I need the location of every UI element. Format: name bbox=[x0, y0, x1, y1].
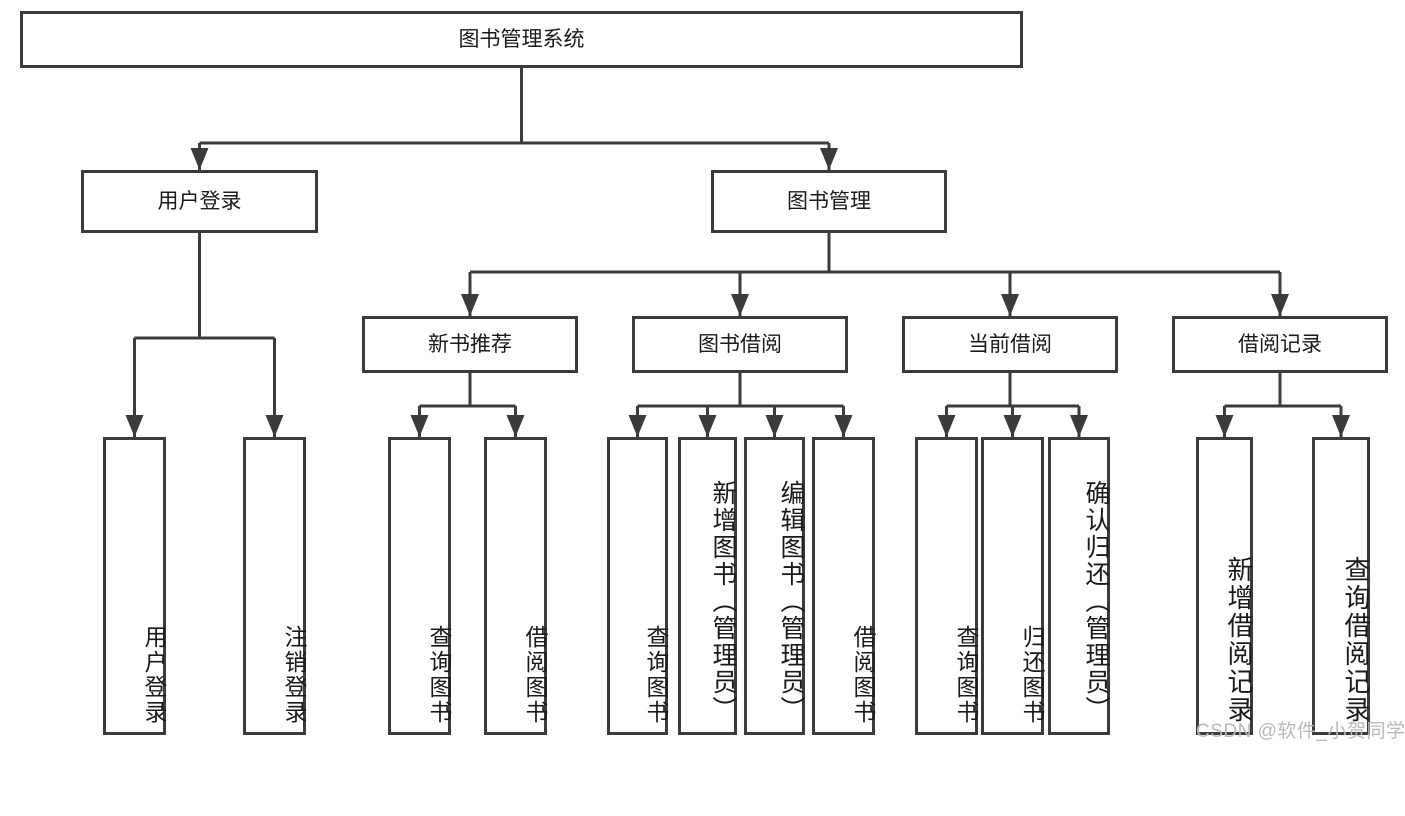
node-box-leaf-user-logout[interactable] bbox=[243, 437, 306, 735]
node-box-leaf-confirm-return[interactable] bbox=[1048, 437, 1110, 735]
arrow-head-icon-borrow-record bbox=[1271, 294, 1289, 316]
node-box-borrow-record[interactable] bbox=[1172, 316, 1388, 373]
node-box-leaf-edit-book[interactable] bbox=[744, 437, 805, 735]
watermark-text: CSDN @软件_小贺同学 bbox=[1196, 721, 1405, 742]
connectors-layer bbox=[125, 68, 1350, 437]
node-box-leaf-query-book-3[interactable] bbox=[915, 437, 978, 735]
node-box-leaf-add-book[interactable] bbox=[678, 437, 737, 735]
boxes-layer bbox=[20, 11, 1388, 735]
node-label-user-login: 用户登录 bbox=[158, 190, 242, 213]
arrow-head-icon-book-management bbox=[820, 148, 838, 170]
node-label-book-borrow: 图书借阅 bbox=[698, 333, 782, 356]
arrow-head-icon-current-borrow bbox=[1001, 294, 1019, 316]
arrow-head-icon-leaf-return-book bbox=[1003, 415, 1022, 437]
arrow-head-icon-new-book-recommend bbox=[461, 294, 479, 316]
node-label-book-management: 图书管理 bbox=[787, 190, 871, 213]
node-label-current-borrow: 当前借阅 bbox=[968, 333, 1052, 356]
arrow-head-icon-leaf-user-logout bbox=[265, 415, 284, 437]
node-label-borrow-record: 借阅记录 bbox=[1238, 333, 1322, 356]
arrow-head-icon-leaf-query-book-2 bbox=[628, 415, 647, 437]
node-box-leaf-borrow-book-2[interactable] bbox=[812, 437, 875, 735]
node-box-leaf-query-borrow-record[interactable] bbox=[1312, 437, 1370, 735]
arrow-head-icon-leaf-query-borrow-record bbox=[1332, 415, 1350, 437]
arrow-head-icon-leaf-query-book-3 bbox=[937, 415, 956, 437]
node-label-root: 图书管理系统 bbox=[459, 28, 585, 51]
diagram-canvas: 图书管理系统用户登录图书管理新书推荐图书借阅当前借阅借阅记录 查询图书借阅图书查… bbox=[20, 11, 1405, 742]
arrow-head-icon-leaf-borrow-book-1 bbox=[506, 415, 525, 437]
node-box-leaf-add-borrow-record[interactable] bbox=[1196, 437, 1253, 735]
arrow-head-icon-leaf-add-book bbox=[698, 415, 717, 437]
arrow-head-icon-leaf-user-login bbox=[125, 415, 144, 437]
node-box-user-login[interactable] bbox=[81, 170, 318, 233]
arrow-head-icon-user-login bbox=[190, 148, 209, 170]
arrow-head-icon-leaf-edit-book bbox=[765, 415, 784, 437]
arrow-head-icon-leaf-add-borrow-record bbox=[1215, 415, 1234, 437]
node-box-new-book-recommend[interactable] bbox=[362, 316, 578, 373]
node-box-book-management[interactable] bbox=[711, 170, 947, 233]
arrow-head-icon-leaf-borrow-book-2 bbox=[834, 415, 853, 437]
node-box-leaf-query-book-2[interactable] bbox=[607, 437, 668, 735]
node-box-leaf-user-login[interactable] bbox=[103, 437, 166, 735]
arrow-head-icon-leaf-confirm-return bbox=[1070, 415, 1088, 437]
node-box-root[interactable] bbox=[20, 11, 1023, 68]
node-label-new-book-recommend: 新书推荐 bbox=[428, 333, 512, 356]
node-box-leaf-borrow-book-1[interactable] bbox=[484, 437, 547, 735]
node-box-book-borrow[interactable] bbox=[632, 316, 848, 373]
node-box-leaf-return-book[interactable] bbox=[981, 437, 1044, 735]
node-box-leaf-query-book-1[interactable] bbox=[388, 437, 451, 735]
arrow-head-icon-book-borrow bbox=[731, 294, 749, 316]
arrow-head-icon-leaf-query-book-1 bbox=[410, 415, 429, 437]
node-box-current-borrow[interactable] bbox=[902, 316, 1118, 373]
